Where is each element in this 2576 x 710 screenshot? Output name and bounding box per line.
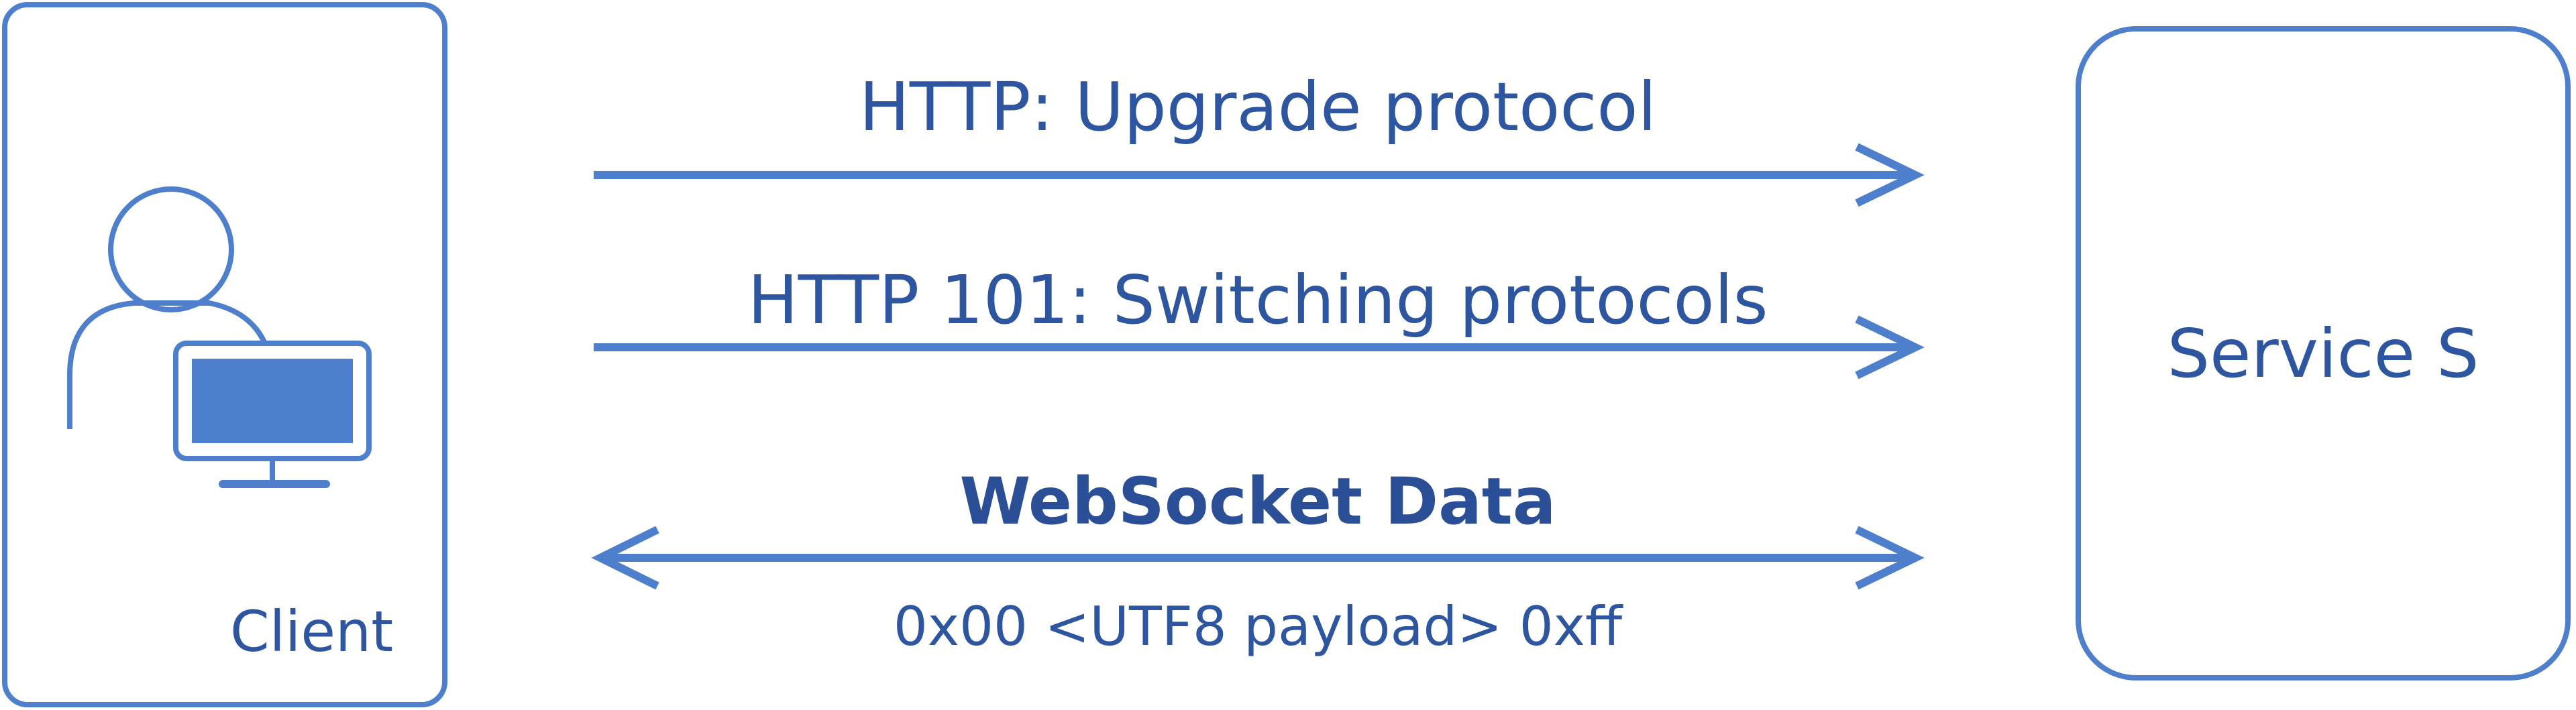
user-head-icon xyxy=(108,186,234,312)
arrow-upgrade-request xyxy=(594,143,1925,207)
user-at-computer-icon xyxy=(67,186,372,488)
payload-note: 0x00 <UTF8 payload> 0xff xyxy=(893,595,1623,658)
monitor-screen-icon xyxy=(192,359,353,443)
service-label: Service S xyxy=(2167,314,2479,393)
websocket-data-label: WebSocket Data xyxy=(959,464,1556,539)
service-box xyxy=(2076,26,2571,681)
client-box xyxy=(2,2,447,707)
arrow-switching-response xyxy=(594,315,1925,379)
client-label: Client xyxy=(230,599,394,664)
arrow-websocket-data xyxy=(591,526,1925,590)
switching-response-label: HTTP 101: Switching protocols xyxy=(747,261,1768,339)
upgrade-request-label: HTTP: Upgrade protocol xyxy=(859,68,1657,146)
user-body-icon xyxy=(67,300,270,429)
